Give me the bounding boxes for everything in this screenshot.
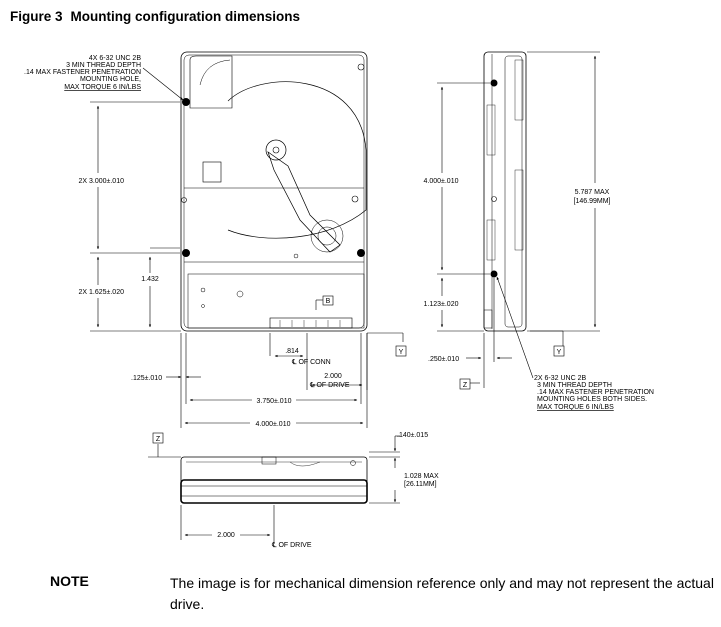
figure-caption: Mounting configuration dimensions xyxy=(70,9,300,24)
side-view-labels: 4.000±.010 1.123±.020 5.787 MAX [146.99M… xyxy=(424,178,654,411)
side-holes-callout-line-5: MAX TORQUE 6 IN/LBS xyxy=(537,404,614,411)
mounting-hole xyxy=(357,249,365,257)
side-datum-z-label: Z xyxy=(463,382,468,389)
side-datum-z-box xyxy=(459,378,471,390)
mounting-hole xyxy=(490,79,498,87)
dim-1028-mm-label: [26.11MM] xyxy=(404,481,437,488)
dim-5787-mm-label: [146.99MM] xyxy=(574,198,611,205)
top-view-mounting-holes xyxy=(181,63,365,257)
datum-b-label: B xyxy=(326,298,331,305)
holes-callout-line-5: MAX TORQUE 6 IN/LBS xyxy=(64,84,141,91)
dim-1432-label: 1.432 xyxy=(141,276,159,283)
side-dim-1123-label: 1.123±.020 xyxy=(424,301,459,308)
top-view xyxy=(180,51,368,332)
dim-4000-label: 4.000±.010 xyxy=(256,421,291,428)
end-view xyxy=(180,456,368,504)
mounting-hole xyxy=(182,98,190,106)
side-holes-callout-line-4: MOUNTING HOLES BOTH SIDES. xyxy=(537,396,647,403)
side-view-dimensions xyxy=(437,51,600,388)
mounting-hole xyxy=(351,195,359,203)
top-view-dimensions xyxy=(90,67,404,428)
mounting-hole xyxy=(491,196,497,202)
note-label: NOTE xyxy=(50,573,89,589)
disk-platter xyxy=(227,81,367,239)
dim-140-label: .140±.015 xyxy=(397,432,428,439)
mounting-hole xyxy=(357,63,365,71)
dim-1028-label: 1.028 MAX xyxy=(404,473,439,480)
side-dim-4000-label: 4.000±.010 xyxy=(424,178,459,185)
holes-callout-line-2: 3 MIN THREAD DEPTH xyxy=(66,62,141,69)
end-datum-z-label: Z xyxy=(156,436,161,443)
end-drive-center-label: ℄ OF DRIVE xyxy=(271,542,312,549)
end-view-labels: Z .140±.015 1.028 MAX [26.11MM] 2.000 ℄ … xyxy=(156,432,439,549)
mounting-hole xyxy=(490,270,498,278)
datum-y-box xyxy=(395,345,407,357)
dim-2000-label: 2.000 xyxy=(324,373,342,380)
datum-y-label: Y xyxy=(399,349,404,356)
datum-b-box xyxy=(322,295,334,306)
dim-814-label: .814 xyxy=(285,348,299,355)
drive-center-label: ℄ OF DRIVE xyxy=(309,382,350,389)
drive-body-outline xyxy=(180,51,368,332)
dim-5787-label: 5.787 MAX xyxy=(575,189,610,196)
dim-125-label: .125±.010 xyxy=(131,375,162,382)
side-datum-y-box xyxy=(553,345,565,357)
dim-250-label: .250±.010 xyxy=(428,356,459,363)
holes-callout-line-3: .14 MAX FASTENER PENETRATION xyxy=(24,69,141,76)
sata-connector xyxy=(269,317,353,329)
mounting-hole xyxy=(181,197,187,203)
side-holes-callout-line-3: .14 MAX FASTENER PENETRATION xyxy=(537,389,654,396)
figure-number: Figure 3 xyxy=(10,9,63,24)
conn-center-label: ℄ OF CONN xyxy=(291,359,331,366)
pcb-area xyxy=(187,273,365,329)
figure-title: Figure 3 Mounting configuration dimension… xyxy=(10,9,300,24)
holes-callout-line-4: MOUNTING HOLE, xyxy=(80,76,141,83)
dim-1625-label: 2X 1.625±.020 xyxy=(79,289,125,296)
side-body-outline xyxy=(483,51,527,332)
end-view-dimensions xyxy=(148,435,400,544)
side-view-mounting-holes xyxy=(490,79,498,278)
actuator-arm xyxy=(267,151,341,253)
side-datum-y-label: Y xyxy=(557,349,562,356)
dim-3000-label: 2X 3.000±.010 xyxy=(79,178,125,185)
top-view-labels: 4X 6-32 UNC 2B 3 MIN THREAD DEPTH .14 MA… xyxy=(24,55,404,428)
side-holes-callout-line-2: 3 MIN THREAD DEPTH xyxy=(537,382,612,389)
note-text: The image is for mechanical dimension re… xyxy=(170,575,714,612)
end-datum-z-box xyxy=(152,432,164,444)
side-view xyxy=(483,51,527,332)
holes-callout-line-1: 4X 6-32 UNC 2B xyxy=(89,55,141,62)
dim-3750-label: 3.750±.010 xyxy=(257,398,292,405)
end-dim-2000-label: 2.000 xyxy=(217,532,235,539)
mounting-hole xyxy=(182,249,190,257)
side-holes-callout-line-1: 2X 6-32 UNC 2B xyxy=(534,375,586,382)
